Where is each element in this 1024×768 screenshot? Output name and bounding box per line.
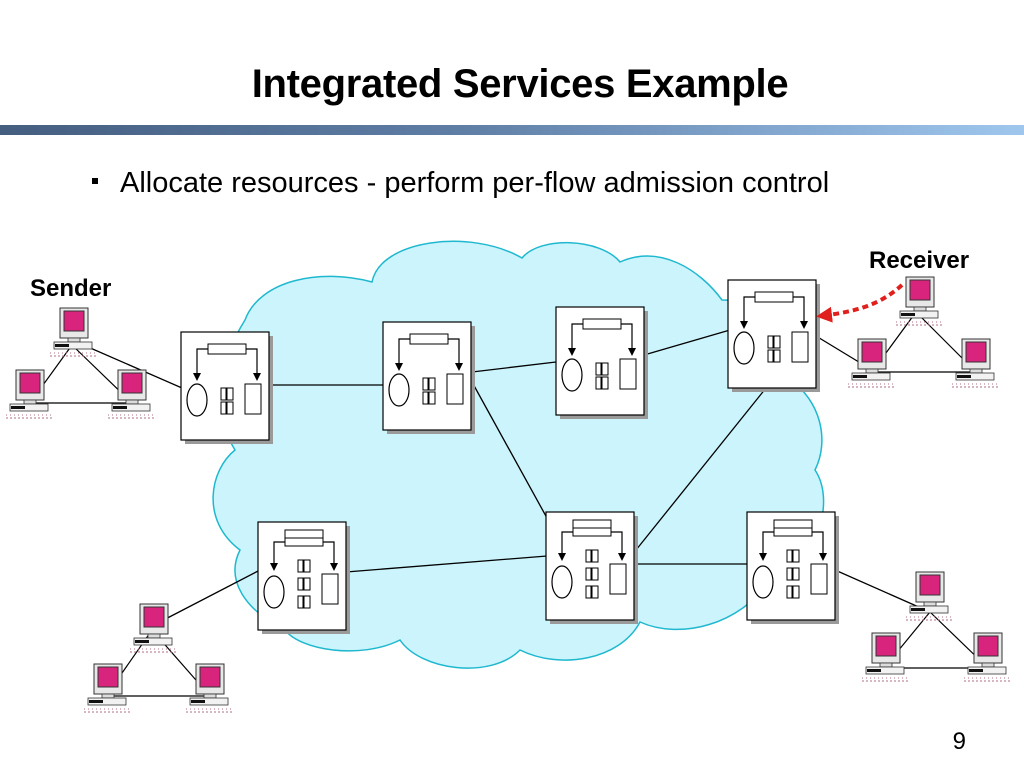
- host-br-right: [963, 632, 1011, 682]
- reservation-arrow: [816, 283, 904, 323]
- router-1: [181, 332, 273, 444]
- receiver-host-right: [951, 338, 999, 388]
- receiver-host-top: [895, 276, 943, 326]
- router-3: [556, 307, 648, 419]
- router-2: [383, 322, 475, 434]
- router-6: [546, 512, 638, 624]
- receiver-label: Receiver: [869, 247, 970, 274]
- sender-host-left: [5, 369, 53, 419]
- host-links: [28, 311, 990, 697]
- host-bl-right: [185, 663, 233, 713]
- bullet-item: Allocate resources - perform per-flow ad…: [92, 167, 829, 200]
- sender-host-top: [49, 307, 97, 357]
- page-number: 9: [952, 728, 966, 755]
- receiver-host-left: [847, 338, 895, 388]
- sender-host-right: [107, 369, 155, 419]
- slide-title: Integrated Services Example: [251, 62, 789, 106]
- sender-label: Sender: [30, 275, 112, 302]
- host-br-top: [905, 571, 953, 621]
- host-br-left: [861, 632, 909, 682]
- bullet-square-icon: [92, 178, 98, 185]
- title-divider: [0, 125, 1024, 135]
- host-bl-top: [129, 603, 177, 653]
- bullet-text: Allocate resources - perform per-flow ad…: [120, 167, 830, 199]
- router-7: [747, 512, 839, 624]
- router-5: [258, 522, 350, 634]
- router-4: [728, 280, 820, 392]
